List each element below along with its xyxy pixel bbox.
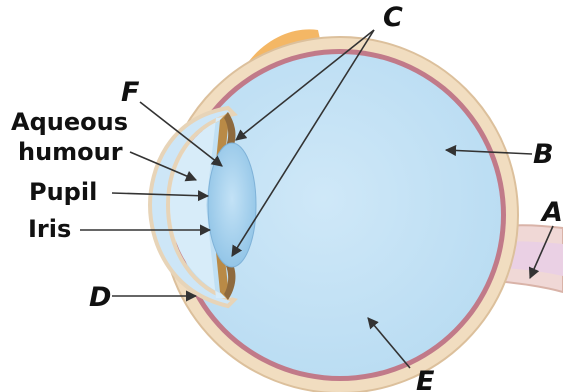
label-f: F xyxy=(121,79,139,106)
label-aqueous-line1: Aqueous xyxy=(11,110,128,134)
label-c: C xyxy=(383,4,403,31)
label-pupil: Pupil xyxy=(29,180,97,204)
label-aqueous-line2: humour xyxy=(18,140,123,164)
label-b: B xyxy=(533,141,554,168)
label-e: E xyxy=(416,368,434,392)
label-d: D xyxy=(89,284,111,311)
label-a: A xyxy=(542,199,563,226)
label-iris: Iris xyxy=(28,217,71,241)
